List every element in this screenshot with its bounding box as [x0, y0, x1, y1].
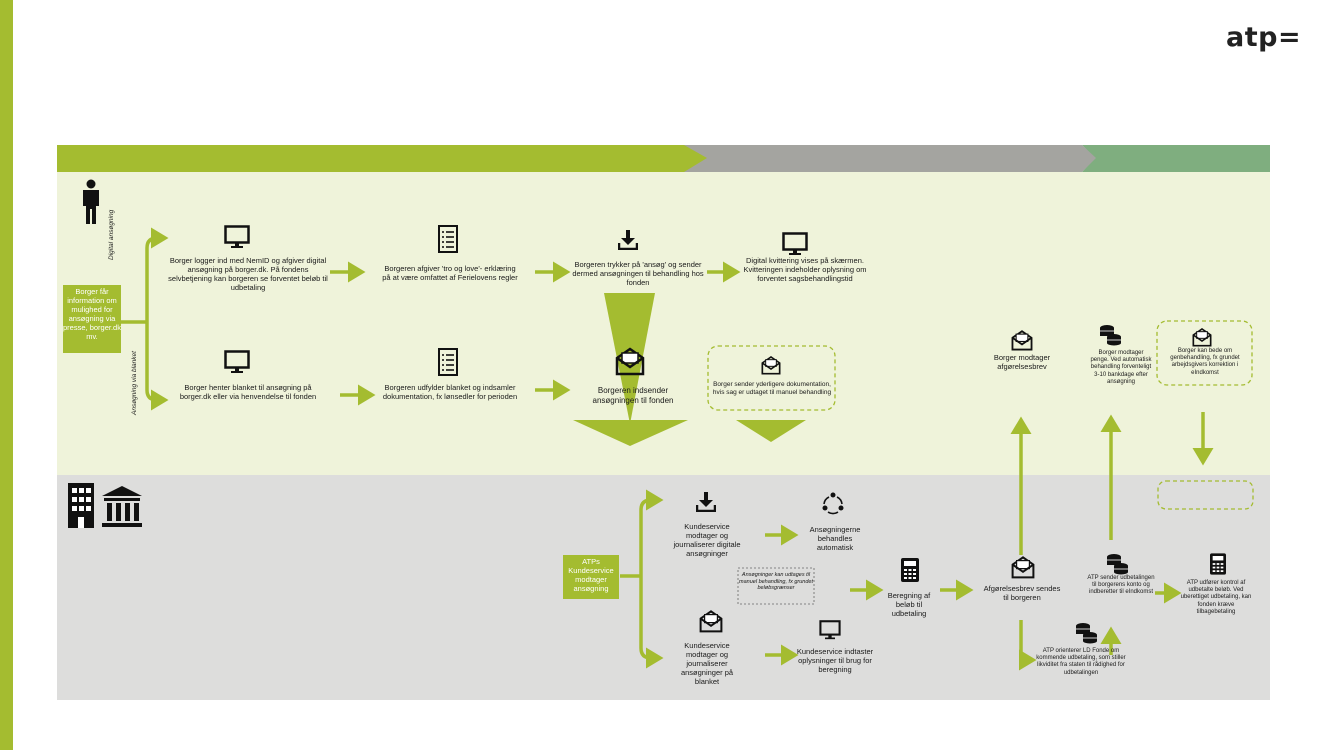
monitor-icon: [224, 225, 250, 248]
atp-calculate: Beregning af beløb til udbetaling: [887, 591, 931, 618]
calculator-icon: [1210, 553, 1226, 575]
atp-input-data: Kundeservice indtaster oplysninger til b…: [796, 647, 874, 674]
left-accent-bar: [0, 0, 13, 750]
coins-icon: [1100, 325, 1121, 346]
monitor-icon: [819, 620, 841, 640]
atp-send-payment: ATP sender udbetalingen til borgerens ko…: [1087, 575, 1155, 596]
envelope-icon: [1011, 330, 1033, 351]
calculator-icon: [901, 558, 919, 582]
monitor-icon: [224, 350, 250, 373]
envelope-icon: [615, 347, 645, 376]
checklist-icon: [438, 348, 458, 376]
start-box: Borger får information om mulighed for a…: [63, 285, 121, 353]
atp-receive-blanket: Kundeservice modtager og journaliserer a…: [680, 641, 734, 686]
step-fill-blanket: Borgeren udfylder blanket og indsamler d…: [382, 383, 518, 401]
atp-control: ATP udfører kontrol af udbetalte beløb. …: [1180, 580, 1252, 615]
cycle-icon: [822, 492, 844, 515]
atp-manual-note: Ansøgninger kan udtages til manuel behan…: [739, 572, 813, 592]
checklist-icon: [438, 225, 458, 253]
atp-send-letter: Afgørelsesbrev sendes til borgeren: [983, 584, 1061, 602]
envelope-icon: [1011, 556, 1035, 579]
monitor-icon: [782, 232, 808, 255]
step-tro-og-love: Borgeren afgiver 'tro og love'- erklærin…: [382, 264, 518, 282]
atp-notify-ld: ATP orienterer LD Fonde om kommende udbe…: [1036, 648, 1126, 676]
step-submit-blanket: Borgeren indsender ansøgningen til fonde…: [592, 386, 674, 405]
download-icon: [618, 230, 638, 250]
step-extra-documentation: Borger sender yderligere dokumentation, …: [712, 381, 832, 396]
step-receive-decision: Borger modtager afgørelsesbrev: [993, 353, 1051, 371]
envelope-icon: [1192, 327, 1212, 347]
person-icon: [83, 179, 99, 224]
step-get-blanket: Borger henter blanket til ansøgning på b…: [179, 383, 317, 401]
step-send-application: Borgeren trykker på 'ansøg' og sender de…: [572, 260, 704, 287]
coins-icon: [1076, 623, 1097, 644]
envelope-icon: [761, 355, 781, 375]
step-digital-receipt: Digital kvittering vises på skærmen. Kvi…: [743, 256, 867, 283]
blanket-branch-label: Ansøgning via blanket: [131, 351, 138, 415]
coins-icon: [1107, 554, 1128, 575]
atp-start-box: ATPs Kundeservice modtager ansøgning: [563, 555, 619, 599]
envelope-icon: [699, 610, 723, 633]
atp-receive-digital: Kundeservice modtager og journaliserer d…: [673, 522, 741, 558]
download-icon: [696, 492, 716, 512]
step-receive-money: Borger modtager penge. Ved automatisk be…: [1090, 350, 1152, 385]
digital-branch-label: Digital ansøgning: [108, 209, 115, 260]
building-icon: [68, 483, 94, 528]
step-request-rehandling: Borger kan bede om genbehandling, fx gru…: [1170, 348, 1240, 376]
step-digital-login: Borger logger ind med NemID og afgiver d…: [168, 256, 328, 292]
atp-lane: [57, 475, 1270, 700]
bank-icon: [102, 486, 142, 527]
atp-logo: atp=: [1226, 22, 1302, 53]
atp-auto-processing: Ansøgningerne behandles automatisk: [809, 525, 861, 552]
